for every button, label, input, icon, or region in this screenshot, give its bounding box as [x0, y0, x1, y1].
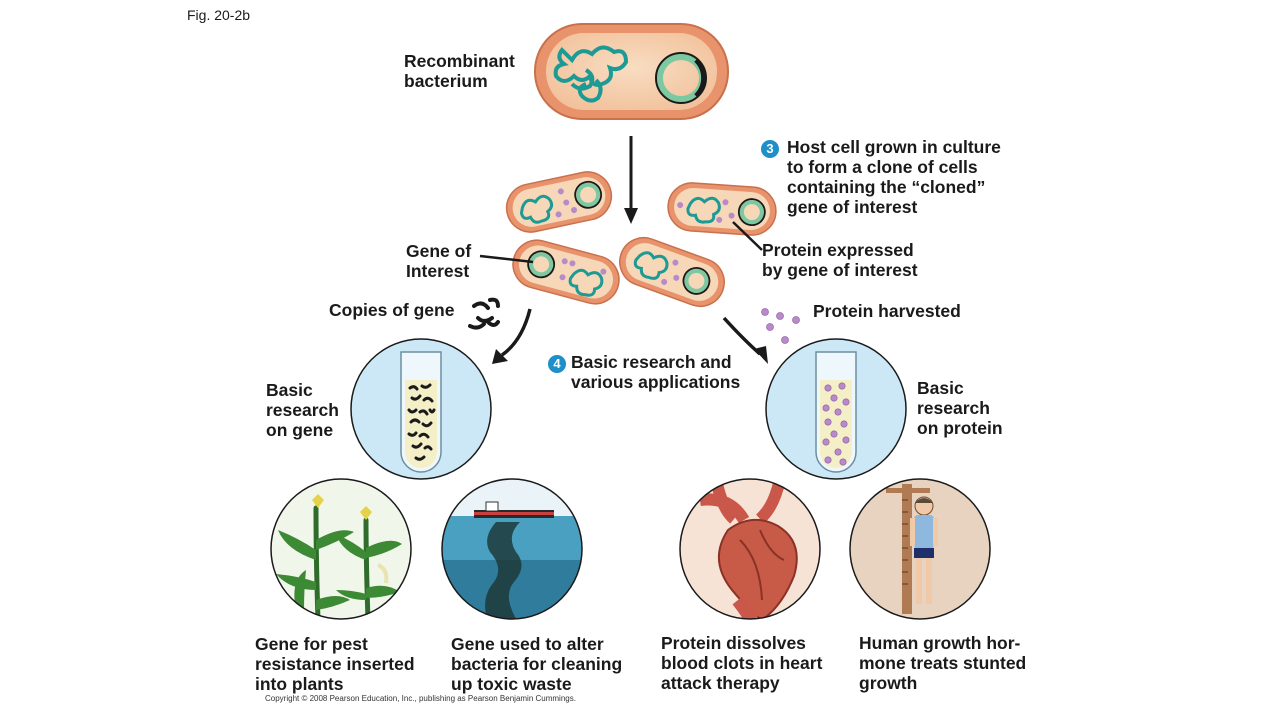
step-4-badge: 4 [548, 355, 566, 373]
label-protein-harvested: Protein harvested [813, 301, 961, 321]
label-protein-expressed: Protein expressed by gene of interest [762, 240, 918, 280]
oil-spill-illustration [441, 478, 583, 620]
copyright-notice: Copyright © 2008 Pearson Education, Inc.… [265, 694, 576, 703]
label-gene-of-interest: Gene of Interest [406, 241, 472, 281]
recombinant-bacterium [534, 23, 729, 120]
label-app-growth-hormone: Human growth hor- mone treats stunted gr… [859, 633, 1027, 693]
label-copies-of-gene: Copies of gene [329, 300, 455, 320]
label-app-pest-resistance: Gene for pest resistance inserted into p… [255, 634, 415, 694]
label-recombinant-bacterium: Recombinant bacterium [404, 51, 515, 91]
label-step-4: Basic research and various applications [571, 352, 741, 392]
protein-test-tube [765, 338, 907, 480]
label-basic-research-protein: Basic research on protein [917, 378, 1003, 438]
gene-test-tube [350, 338, 492, 480]
corn-plants-illustration [270, 478, 412, 620]
harvested-protein-dots [761, 308, 800, 344]
label-basic-research-gene: Basic research on gene [266, 380, 339, 440]
copies-of-gene-icon [468, 297, 500, 330]
label-step-3: Host cell grown in culture to form a clo… [787, 137, 1001, 217]
label-app-blood-clots: Protein dissolves blood clots in heart a… [661, 633, 823, 693]
child-height-illustration [849, 478, 991, 620]
label-app-toxic-waste: Gene used to alter bacteria for cleaning… [451, 634, 623, 694]
bacteria-clone [505, 171, 777, 308]
figure-label: Fig. 20-2b [187, 7, 251, 23]
step-3-badge: 3 [761, 140, 779, 158]
heart-illustration [679, 478, 821, 620]
